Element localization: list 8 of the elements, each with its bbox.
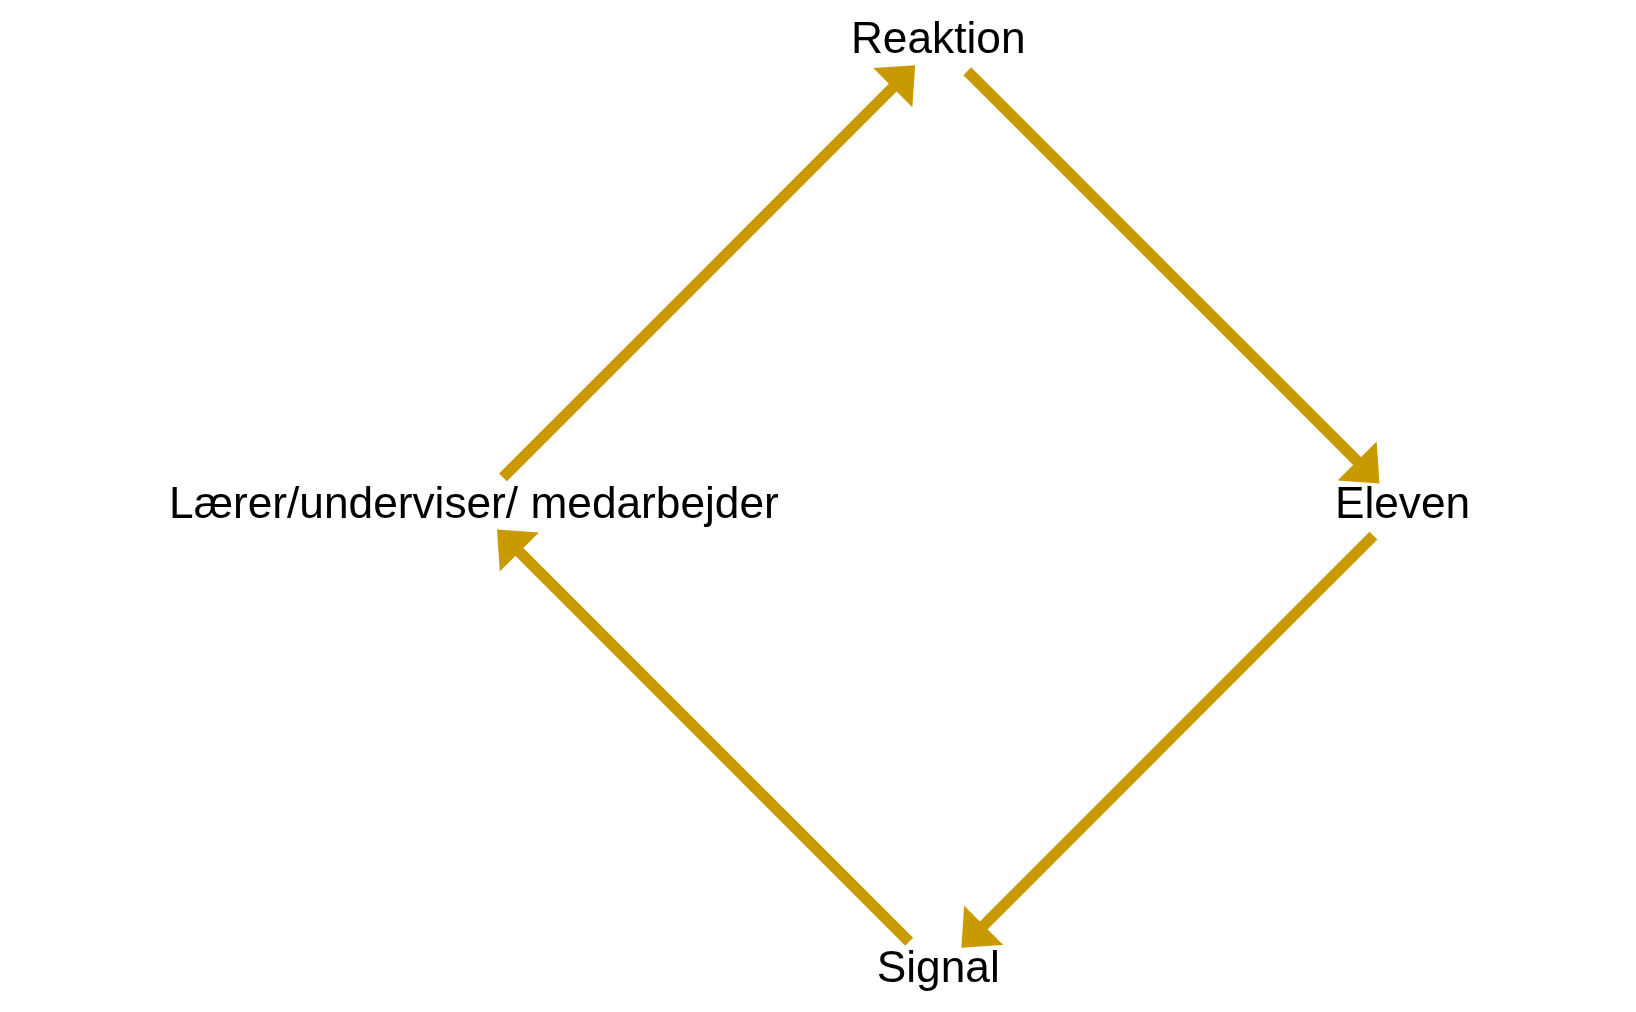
- arrow: [962, 66, 1379, 483]
- arrow: [960, 531, 1377, 948]
- node-text: Lærer/underviser/ medarbejder: [168, 477, 779, 527]
- node-text: Eleven: [1334, 477, 1470, 527]
- arrow: [496, 529, 913, 946]
- node-text: Signal: [876, 941, 1000, 991]
- arrow: [498, 64, 915, 481]
- node-text: Reaktion: [850, 12, 1026, 62]
